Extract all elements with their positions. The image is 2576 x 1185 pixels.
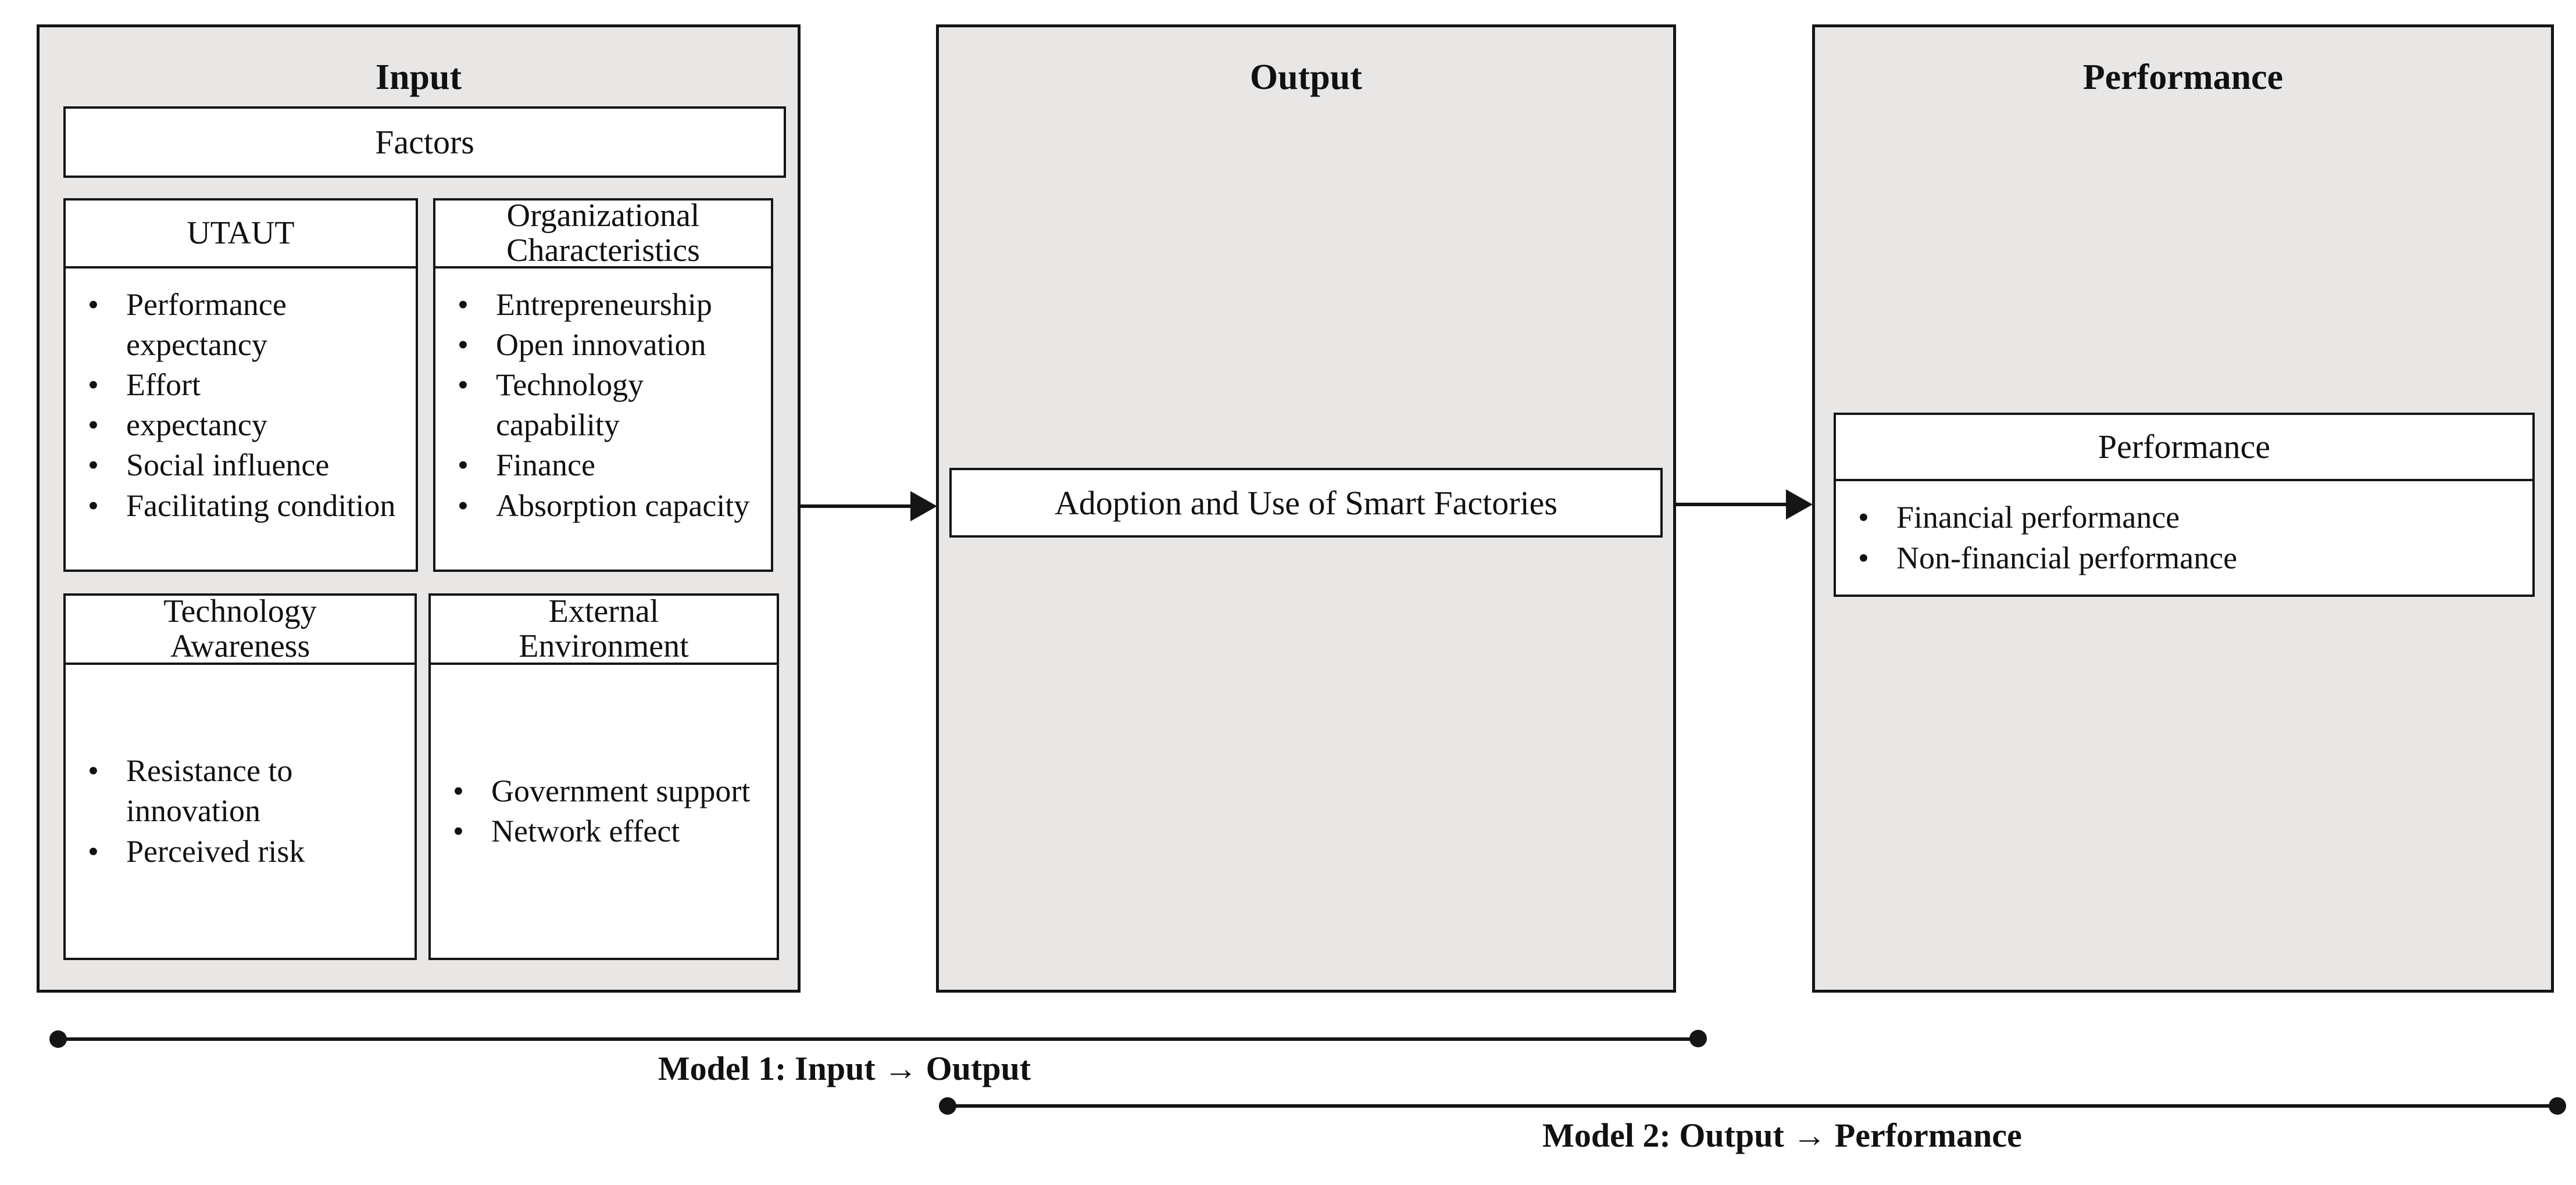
bullet-marker: • (88, 287, 99, 322)
organizational-bullet-list: • Entrepreneurship • Open innovation • Techno… (435, 268, 771, 570)
organizational-characteristics-header: Organizational Characteristics (435, 198, 771, 268)
utaut-box: UTAUT • Performance expectancy • Effort • exp… (63, 198, 418, 572)
bullet-marker: • (88, 447, 99, 483)
bullet-marker: • (458, 287, 469, 322)
bullet-item: • Entrepreneurship (435, 285, 763, 325)
model2-endpoint-dot (939, 1097, 956, 1115)
bullet-marker: • (453, 814, 464, 849)
model2-range-line (948, 1104, 2558, 1108)
input-to-output-arrow-line (801, 504, 913, 508)
external-environment-bullet-list: • Government support • Network effect (431, 665, 777, 958)
model1-label: Model 1: Input → Output (658, 1050, 1031, 1087)
model2-endpoint-dot (2549, 1097, 2566, 1115)
organizational-characteristics-box: Organizational Characteristics • Entrepre… (433, 198, 773, 572)
bullet-text: Open innovation (496, 327, 706, 363)
bullet-text: Government support (491, 773, 751, 808)
bullet-text: Performance expectancy (126, 287, 287, 363)
bullet-text: Effort (126, 367, 201, 403)
performance-bullet-list: • Financial performance • Non-financial per… (1836, 481, 2532, 595)
bullet-item: • Effort (66, 365, 408, 405)
adoption-box: Adoption and Use of Smart Factories (949, 468, 1663, 538)
bullet-text: Network effect (491, 814, 680, 849)
technology-awareness-bullet-list: • Resistance to innovation • Perceived risk (66, 665, 415, 958)
bullet-text: Social influence (126, 447, 330, 483)
bullet-item: • Resistance to innovation (66, 751, 406, 831)
bullet-marker: • (458, 327, 469, 363)
bullet-marker: • (458, 488, 469, 523)
bullet-marker: • (1858, 540, 1869, 575)
model2-label: Model 2: Output → Performance (1542, 1116, 2022, 1154)
bullet-marker: • (88, 407, 99, 443)
bullet-item: • Finance (435, 445, 763, 485)
input-panel: Input Factors UTAUT • Performance expecta… (37, 24, 801, 993)
performance-panel: Performance Performance • Financial perfo… (1812, 24, 2554, 993)
technology-awareness-header: Technology Awareness (66, 594, 415, 665)
external-environment-header: External Environment (431, 594, 777, 665)
bullet-item: • Technology capability (435, 365, 763, 445)
performance-box-header: Performance (1836, 415, 2532, 481)
bullet-marker: • (88, 833, 99, 869)
factors-box: Factors (63, 106, 786, 178)
model1-endpoint-dot (1689, 1030, 1707, 1047)
bullet-item: • Open innovation (435, 325, 763, 365)
bullet-marker: • (88, 488, 99, 523)
output-to-performance-arrow-line (1676, 503, 1788, 506)
bullet-text: Financial performance (1896, 500, 2180, 535)
bullet-text: Entrepreneurship (496, 287, 712, 322)
adoption-box-label: Adoption and Use of Smart Factories (1054, 484, 1557, 522)
bullet-item: • Absorption capacity (435, 486, 763, 526)
bullet-item: • Facilitating condition (66, 486, 408, 526)
bullet-text: Perceived risk (126, 833, 305, 869)
bullet-text: Resistance to innovation (126, 753, 293, 829)
input-panel-title: Input (375, 58, 462, 97)
bullet-text: Finance (496, 447, 595, 483)
input-to-output-arrowhead-icon (910, 491, 937, 521)
model1-range-line (58, 1037, 1699, 1041)
bullet-item: • Network effect (431, 811, 769, 851)
bullet-item: • Government support (431, 771, 769, 811)
bullet-marker: • (88, 753, 99, 789)
bullet-marker: • (88, 367, 99, 403)
bullet-marker: • (453, 773, 464, 808)
bullet-marker: • (1858, 500, 1869, 535)
output-panel: Output Adoption and Use of Smart Factori… (936, 24, 1676, 993)
factors-box-label: Factors (375, 123, 474, 161)
technology-awareness-box: Technology Awareness • Resistance to inno… (63, 593, 417, 960)
output-panel-title: Output (1250, 58, 1362, 97)
output-to-performance-arrowhead-icon (1786, 489, 1813, 520)
bullet-item: • Financial performance (1836, 497, 2527, 538)
bullet-item: • expectancy (66, 405, 408, 445)
bullet-text: Technology capability (496, 367, 644, 443)
performance-box: Performance • Financial performance • Non-f… (1834, 413, 2535, 597)
bullet-item: • Performance expectancy (66, 285, 408, 365)
bullet-text: Non-financial performance (1896, 540, 2238, 575)
model1-endpoint-dot (49, 1030, 67, 1048)
bullet-marker: • (458, 367, 469, 403)
performance-panel-title: Performance (2082, 58, 2284, 97)
external-environment-box: External Environment • Government support… (428, 593, 779, 960)
bullet-item: • Perceived risk (66, 832, 406, 872)
bullet-item: • Non-financial performance (1836, 538, 2527, 578)
bullet-text: Absorption capacity (496, 488, 750, 523)
bullet-text: expectancy (126, 407, 267, 443)
bullet-item: • Social influence (66, 445, 408, 485)
bullet-marker: • (458, 447, 469, 483)
utaut-box-header: UTAUT (66, 201, 416, 268)
utaut-bullet-list: • Performance expectancy • Effort • expectanc… (66, 268, 416, 570)
bullet-text: Facilitating condition (126, 488, 396, 523)
